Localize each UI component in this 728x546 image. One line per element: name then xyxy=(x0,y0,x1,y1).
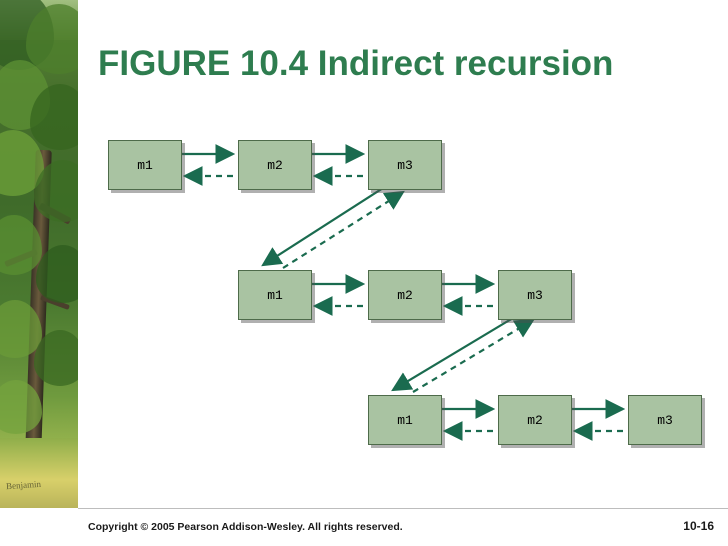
diagram-node-r2m3: m3 xyxy=(498,270,572,320)
decorative-tree-photo: Benjamin xyxy=(0,0,78,508)
node-label: m1 xyxy=(267,287,283,303)
diagram-node-r1m3: m3 xyxy=(368,140,442,190)
photo-foliage xyxy=(26,4,78,74)
diagram-node-r2m2: m2 xyxy=(368,270,442,320)
photo-foliage xyxy=(34,160,78,222)
indirect-recursion-diagram: m1 m2 m3 m1 m2 m3 m1 m2 m3 xyxy=(78,120,728,490)
diagram-node-r3m2: m2 xyxy=(498,395,572,445)
diagram-node-r1m2: m2 xyxy=(238,140,312,190)
page-number: 10-16 xyxy=(683,519,714,533)
node-label: m2 xyxy=(397,287,413,303)
copyright-text: Copyright © 2005 Pearson Addison-Wesley.… xyxy=(88,521,403,533)
footer-divider xyxy=(78,508,728,509)
node-label: m2 xyxy=(527,412,543,428)
node-label: m3 xyxy=(527,287,543,303)
node-label: m3 xyxy=(657,412,673,428)
photo-foliage xyxy=(36,245,78,303)
page-title: FIGURE 10.4 Indirect recursion xyxy=(98,44,614,83)
diagram-node-r3m3: m3 xyxy=(628,395,702,445)
diagram-node-r1m1: m1 xyxy=(108,140,182,190)
photo-ground xyxy=(0,438,78,508)
photo-foliage xyxy=(30,84,78,150)
node-label: m2 xyxy=(267,157,283,173)
node-label: m1 xyxy=(397,412,413,428)
diagram-node-r2m1: m1 xyxy=(238,270,312,320)
node-label: m1 xyxy=(137,157,153,173)
photo-foliage xyxy=(34,330,78,386)
diagram-arrows xyxy=(180,144,700,441)
node-label: m3 xyxy=(397,157,413,173)
diagram-node-r3m1: m1 xyxy=(368,395,442,445)
